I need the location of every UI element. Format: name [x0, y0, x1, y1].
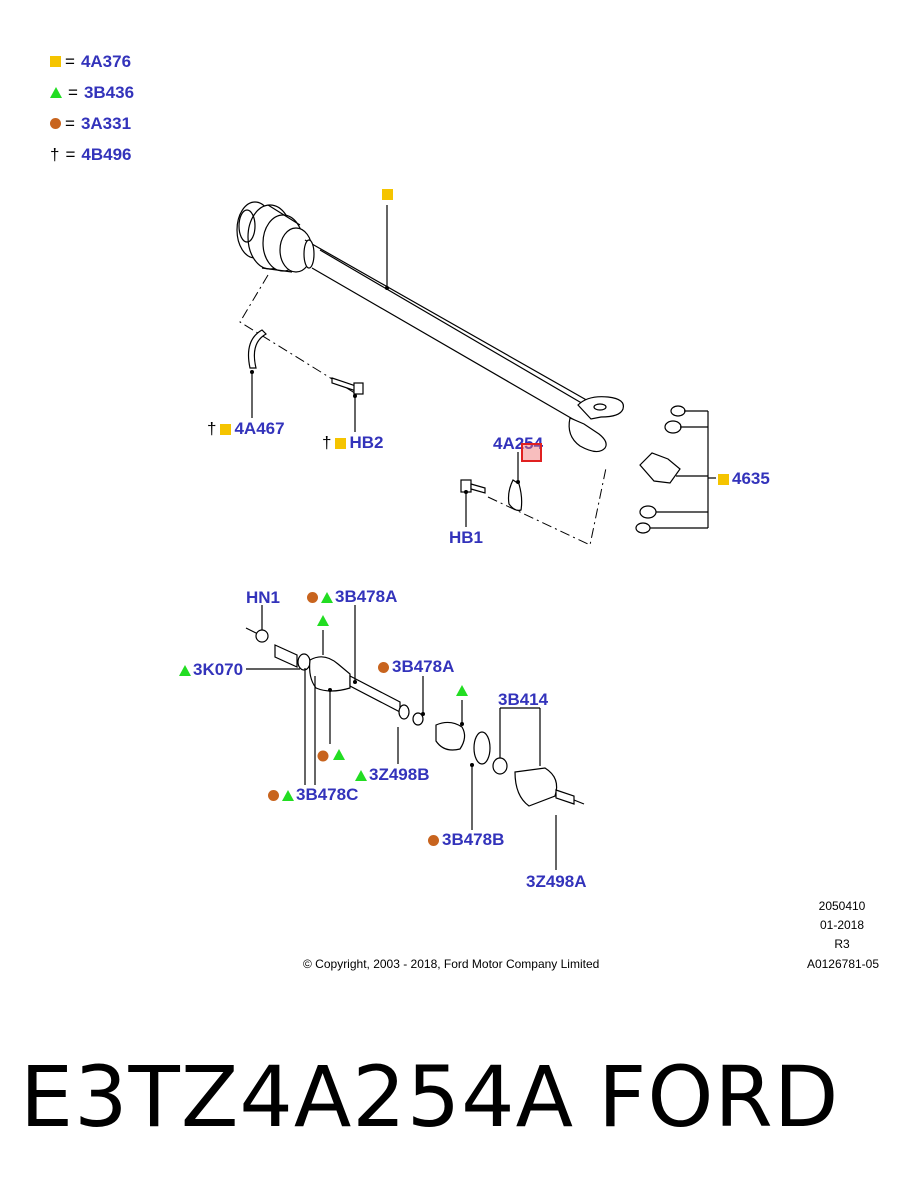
callout-label: 3B478B	[442, 830, 505, 849]
callout-HN1: HN1	[246, 588, 280, 608]
legend-equals: =	[68, 82, 78, 102]
legend-code: 3B436	[83, 82, 135, 102]
legend-equals: =	[65, 51, 75, 71]
diagram-id-line1: 2050410	[818, 899, 866, 913]
triangle-marker-icon	[179, 664, 191, 676]
callout-label: 4A467	[234, 419, 285, 438]
yoke-drawing	[568, 396, 625, 453]
callout-3K070: 3K070	[179, 660, 243, 680]
flange-coupling-drawing	[236, 201, 313, 273]
square-marker-icon	[382, 189, 393, 200]
callout-label: 3Z498A	[526, 872, 587, 891]
circle-marker-icon	[317, 750, 329, 762]
circle-marker-icon	[268, 789, 279, 801]
dagger-marker-icon: †	[322, 433, 332, 452]
callout-3B478A-top: 3B478A	[307, 587, 397, 607]
bolt-hb2-drawing	[331, 377, 364, 395]
legend-row-square: = 4A376	[50, 46, 134, 77]
part-number: E3TZ4A254A	[20, 1048, 575, 1146]
square-marker-icon	[335, 437, 347, 449]
callout-3B414: 3B414	[498, 690, 548, 710]
universal-joint-drawing	[635, 405, 686, 534]
legend: = 4A376 = 3B436 = 3A331 † = 4B496	[50, 46, 134, 170]
triangle-marker-icon	[333, 749, 345, 760]
diagram-id-line3: R3	[834, 937, 850, 951]
callout-label: HB1	[449, 528, 484, 547]
triangle-marker-icon	[355, 769, 367, 781]
callout-HB2: † HB2	[322, 433, 383, 453]
circle-marker-icon	[428, 834, 439, 846]
callout-label: HN1	[246, 588, 281, 607]
callout-label: 3Z498B	[369, 765, 430, 784]
callout-label: 3K070	[193, 660, 244, 679]
triangle-marker-icon	[321, 591, 333, 603]
callout-label: HB2	[349, 433, 384, 452]
dagger-marker-icon: †	[207, 419, 217, 438]
callout-label: 4A254	[493, 434, 544, 453]
legend-equals: =	[65, 113, 75, 133]
strap-drawing	[507, 479, 523, 511]
legend-code: 4B496	[81, 144, 132, 164]
triangle-marker-icon	[282, 789, 294, 801]
callout-label: 4635	[732, 469, 770, 488]
triangle-marker-icon	[50, 87, 62, 98]
callout-4635: 4635	[718, 469, 770, 489]
clamp-drawing	[247, 329, 267, 369]
square-marker-icon	[50, 56, 61, 67]
legend-equals: =	[65, 144, 76, 164]
copyright-text: © Copyright, 2003 - 2018, Ford Motor Com…	[303, 957, 600, 971]
callout-3Z498B: 3Z498B	[355, 765, 429, 785]
brand-name: FORD	[598, 1048, 840, 1146]
dagger-marker-icon: †	[50, 145, 60, 164]
parts-diagram	[236, 189, 716, 870]
callout-label: 3B414	[498, 690, 549, 709]
circle-marker-icon	[307, 591, 318, 603]
legend-code: 4A376	[80, 51, 132, 71]
square-marker-icon	[718, 473, 729, 485]
half-shaft-drawing	[245, 627, 585, 807]
legend-code: 3A331	[80, 113, 132, 133]
diagram-id-line2: 01-2018	[819, 918, 865, 932]
legend-row-triangle: = 3B436	[50, 77, 134, 108]
diagram-id-line4: A0126781-05	[806, 957, 880, 971]
callout-4A254: 4A254	[493, 434, 543, 454]
triangle-marker-icon	[317, 615, 329, 626]
callout-4A467: † 4A467	[207, 419, 285, 439]
callout-3Z498A: 3Z498A	[526, 872, 586, 892]
part-highlight	[521, 443, 542, 462]
callout-HB1: HB1	[449, 528, 483, 548]
callout-3B478C: 3B478C	[268, 785, 358, 805]
circle-marker-icon	[50, 118, 61, 129]
legend-row-dagger: † = 4B496	[50, 139, 134, 170]
callout-label: 3B478C	[296, 785, 359, 804]
callout-label: 3B478A	[392, 657, 455, 676]
square-marker-icon	[220, 423, 232, 435]
callout-label: 3B478A	[335, 587, 398, 606]
callout-3B478B: 3B478B	[428, 830, 504, 850]
callout-3B478A-mid: 3B478A	[378, 657, 454, 677]
triangle-marker-icon	[456, 685, 468, 696]
circle-marker-icon	[378, 661, 389, 673]
shaft-tube-drawing	[303, 239, 591, 426]
legend-row-circle: = 3A331	[50, 108, 134, 139]
